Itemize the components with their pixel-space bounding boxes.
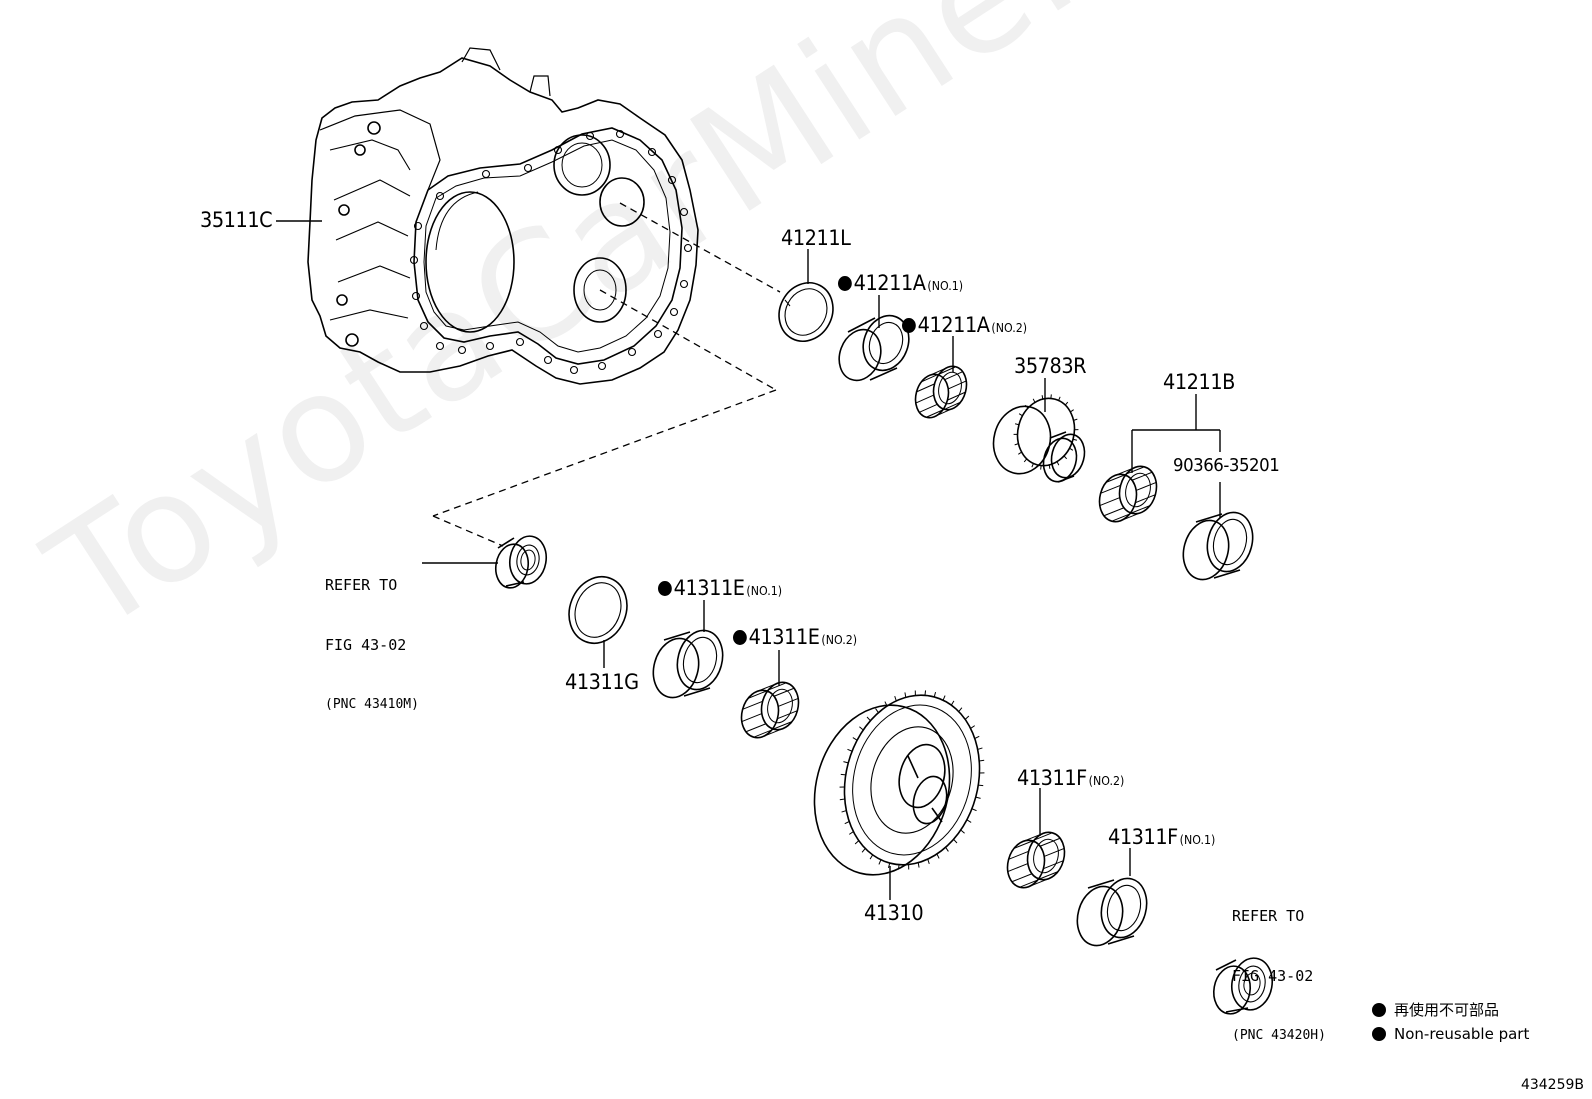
legend-row-english: Non-reusable part: [1372, 1022, 1529, 1046]
reference-line: REFER TO: [325, 576, 398, 594]
transaxle-housing-drawing: [307, 47, 699, 385]
label-35783R: 35783R: [1014, 354, 1087, 378]
roller-bearing-41211B-drawing: [1098, 465, 1158, 523]
reference-line: FIG 43-02: [325, 636, 407, 654]
label-35111C: 35111C: [200, 208, 273, 232]
bearing-race-41211A-no1-drawing: [838, 314, 910, 382]
non-reusable-marker: [902, 318, 916, 333]
label-41311E-no2: 41311E(NO.2): [733, 627, 857, 648]
label-41310: 41310: [864, 901, 924, 925]
reference-line: (PNC 43410M): [325, 697, 419, 712]
oil-seal-43410M-drawing: [494, 535, 548, 589]
legend-dot-icon: [1372, 1027, 1386, 1041]
legend-text-japanese: 再使用不可部品: [1394, 1001, 1500, 1019]
ring-gear-41310-drawing: [813, 690, 985, 876]
legend-row-japanese: 再使用不可部品: [1372, 998, 1529, 1022]
roller-bearing-41211A-no2-drawing: [914, 365, 968, 419]
callout-lines: [276, 220, 1221, 900]
label-41211A-no2-note: (NO.2): [991, 321, 1028, 335]
label-41311G: 41311G: [565, 670, 639, 694]
reference-note-43410M: REFER TO FIG 43-02 (PNC 43410M): [325, 535, 419, 755]
figure-id: 434259B: [1520, 1077, 1584, 1093]
bearing-race-41311E-no1-drawing: [652, 629, 724, 699]
label-41311E-no2-code: 41311E: [748, 625, 820, 649]
race-90366-35201-drawing: [1182, 511, 1254, 581]
label-41311F-no1-code: 41311F: [1108, 825, 1178, 849]
gear-35783R-drawing: [992, 394, 1086, 483]
non-reusable-marker: [658, 581, 672, 596]
legend-dot-icon: [1372, 1003, 1386, 1017]
shim-41311G-drawing: [568, 575, 628, 645]
label-41211B: 41211B: [1163, 370, 1235, 394]
label-90366-35201: 90366-35201: [1173, 455, 1280, 476]
oil-seal-43420H-drawing: [1212, 957, 1274, 1015]
legend-text-english: Non-reusable part: [1394, 1025, 1530, 1043]
label-41311E-no1: 41311E(NO.1): [658, 578, 782, 599]
label-41311F-no2-note: (NO.2): [1088, 774, 1125, 788]
label-41211A-no2-code: 41211A: [917, 313, 990, 337]
label-41311E-no1-note: (NO.1): [746, 584, 783, 598]
reference-note-43420H: REFER TO FIG 43-02 (PNC 43420H): [1232, 866, 1326, 1086]
label-41311E-no2-note: (NO.2): [821, 633, 858, 647]
reference-line: (PNC 43420H): [1232, 1028, 1326, 1043]
roller-bearing-41311E-no2-drawing: [740, 681, 800, 739]
reference-line: FIG 43-02: [1232, 967, 1314, 985]
roller-bearing-41311F-no2-drawing: [1006, 831, 1066, 889]
label-41211A-no1-code: 41211A: [853, 271, 926, 295]
legend: 再使用不可部品 Non-reusable part: [1372, 998, 1529, 1046]
label-41311F-no1-note: (NO.1): [1179, 833, 1216, 847]
non-reusable-marker: [838, 276, 852, 291]
label-41311F-no1: 41311F(NO.1): [1108, 827, 1215, 848]
shim-41211L-drawing: [778, 282, 834, 342]
label-41211L: 41211L: [781, 226, 851, 250]
label-41211A-no1: 41211A(NO.1): [838, 273, 963, 294]
label-41211A-no2: 41211A(NO.2): [902, 315, 1027, 336]
label-41211A-no1-note: (NO.1): [927, 279, 964, 293]
label-41311F-no2: 41311F(NO.2): [1017, 768, 1124, 789]
bearing-race-41311F-no1-drawing: [1076, 877, 1148, 947]
label-41311E-no1-code: 41311E: [673, 576, 745, 600]
label-41311F-no2-code: 41311F: [1017, 766, 1087, 790]
non-reusable-marker: [733, 630, 747, 645]
reference-line: REFER TO: [1232, 907, 1305, 925]
dashed-assembly-lines: [432, 202, 781, 547]
